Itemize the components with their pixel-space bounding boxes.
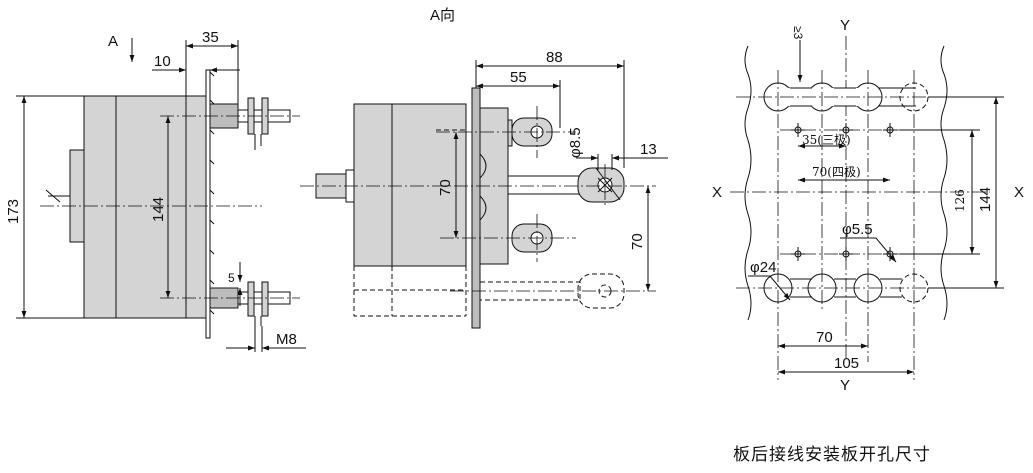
plate-break-right [940,45,948,321]
bottom-terminal-stud [209,287,239,309]
dim-55: 55 [510,69,527,86]
dim-88: 88 [546,49,563,66]
dim-ge-3: ≥3 [791,26,805,40]
dim-105: 105 [834,355,859,372]
top-terminal-stud [209,103,239,129]
dim-phi-24: φ24 [750,259,776,276]
view-a-label: A [108,33,118,50]
breaker-front-cover [69,149,85,243]
mounting-plate [205,69,211,339]
dim-173: 173 [5,199,22,224]
breaker-handle [45,189,70,203]
dim-144: 144 [150,197,167,222]
thread-m8: M8 [276,331,297,348]
dim-35-three-pole: 35(三极) [802,133,851,147]
mounting-plate-section [471,87,481,329]
middle-a-view: 88 55 φ8.5 13 70 70 [300,49,668,329]
breaker-body [83,95,187,319]
dim-70-four-pole: 70(四极) [812,165,861,179]
cutout-caption: 板后接线安装板开孔尺寸 [733,445,931,465]
dim-35: 35 [202,29,219,46]
dim-5: 5 [228,271,235,285]
axis-y-bottom: Y [840,377,850,394]
dim-10: 10 [154,53,171,70]
left-side-view: A 173 144 [5,29,306,352]
panel-cutout-view: Y Y X X [712,17,1024,465]
dim-70-left: 70 [437,179,454,196]
dim-70-right: 70 [629,233,646,250]
dim-13: 13 [640,141,657,158]
axis-x-right: X [1014,184,1024,201]
dim-phi-8-5: φ8.5 [567,127,584,158]
dim-126: 126 [953,189,967,212]
optional-fourth-pole [353,266,466,317]
dim-phi-5-5: φ5.5 [842,221,873,238]
view-a-title: A向 [430,7,455,24]
plate-break-left [744,45,752,321]
dim-144: 144 [977,187,994,212]
dim-70-bottom: 70 [816,329,833,346]
breaker-housing [353,103,467,267]
axis-x-left: X [712,184,722,201]
axis-y-top: Y [840,17,850,34]
